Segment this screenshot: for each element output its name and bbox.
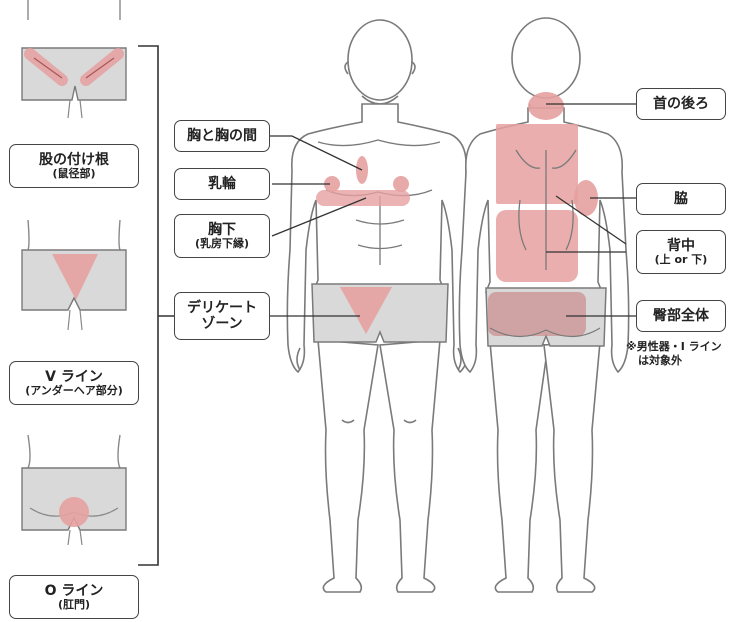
nipple-highlight-right	[393, 176, 409, 192]
back-torso-details	[515, 149, 577, 270]
oline-detail-panel	[21, 434, 127, 546]
label-under-chest: 胸下 (乳房下縁)	[174, 214, 270, 258]
lower-back-highlight	[496, 210, 578, 282]
armpit-highlight	[574, 180, 598, 216]
label-delicate-title2: ゾーン	[201, 316, 243, 332]
label-back: 背中 (上 or 下)	[636, 230, 726, 274]
upper-back-highlight	[496, 124, 578, 204]
vline-detail-panel	[21, 219, 127, 331]
front-legs	[317, 339, 441, 593]
label-delicate-title: デリケート	[187, 299, 257, 316]
label-delicate-zone: デリケート ゾーン	[174, 292, 270, 340]
label-nipple-title: 乳輪	[208, 175, 236, 192]
label-buttocks: 臀部全体	[636, 300, 726, 332]
label-nipple: 乳輪	[174, 168, 270, 200]
label-groin: 股の付け根 (鼠径部)	[9, 144, 139, 188]
label-buttocks-title: 臀部全体	[653, 307, 709, 324]
label-neck-back: 首の後ろ	[636, 88, 726, 120]
label-armpit: 脇	[636, 183, 726, 215]
label-under-chest-sub: (乳房下縁)	[194, 236, 250, 250]
label-under-chest-title: 胸下	[208, 221, 236, 238]
label-oline-title: O ライン	[44, 582, 104, 599]
front-shorts	[311, 283, 449, 343]
vline-highlight	[52, 254, 98, 300]
label-between-chest-title: 胸と胸の間	[187, 127, 257, 144]
exclusion-note-line2: は対象外	[638, 354, 682, 368]
label-groin-sub: (鼠径部)	[52, 166, 96, 180]
leader-lines	[270, 103, 636, 317]
label-oline: O ライン (肛門)	[9, 575, 139, 619]
label-back-title: 背中	[667, 237, 695, 254]
buttocks-highlight	[488, 292, 586, 336]
label-vline-title: V ライン	[45, 368, 103, 385]
exclusion-note: ※男性器・I ライン は対象外	[626, 340, 728, 369]
label-between-chest: 胸と胸の間	[174, 120, 270, 152]
nipple-highlight-left	[324, 176, 340, 192]
left-bracket	[138, 45, 178, 566]
under-chest-highlight	[316, 190, 410, 206]
label-armpit-title: 脇	[674, 190, 688, 207]
oline-highlight	[59, 497, 89, 527]
label-neck-back-title: 首の後ろ	[653, 95, 709, 112]
label-vline-sub: (アンダーヘア部分)	[25, 383, 123, 397]
label-groin-title: 股の付け根	[39, 151, 109, 168]
label-vline: V ライン (アンダーヘア部分)	[9, 361, 139, 405]
delicate-zone-highlight	[340, 287, 392, 334]
back-legs	[489, 341, 601, 593]
label-oline-sub: (肛門)	[57, 597, 91, 611]
groin-detail-panel	[21, 0, 127, 119]
label-back-sub: (上 or 下)	[654, 252, 708, 266]
neck-back-highlight	[528, 92, 564, 120]
exclusion-note-line1: ※男性器・I ライン	[626, 340, 722, 353]
